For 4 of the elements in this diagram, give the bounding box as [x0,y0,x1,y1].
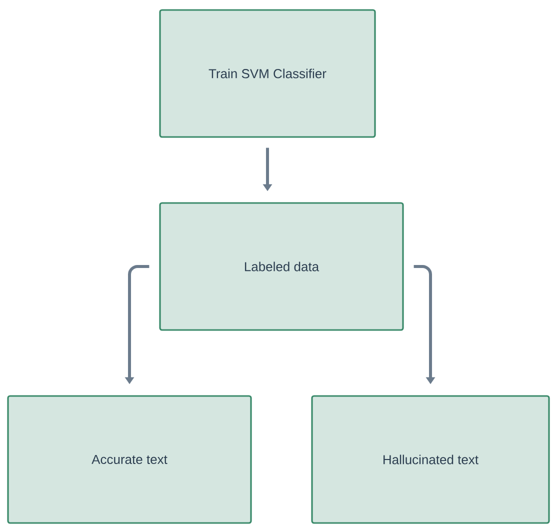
process-box: Labeled data [159,202,404,331]
process-box: Accurate text [7,395,252,524]
process-box: Train SVM Classifier [159,9,376,138]
process-box: Hallucinated text [311,395,550,524]
